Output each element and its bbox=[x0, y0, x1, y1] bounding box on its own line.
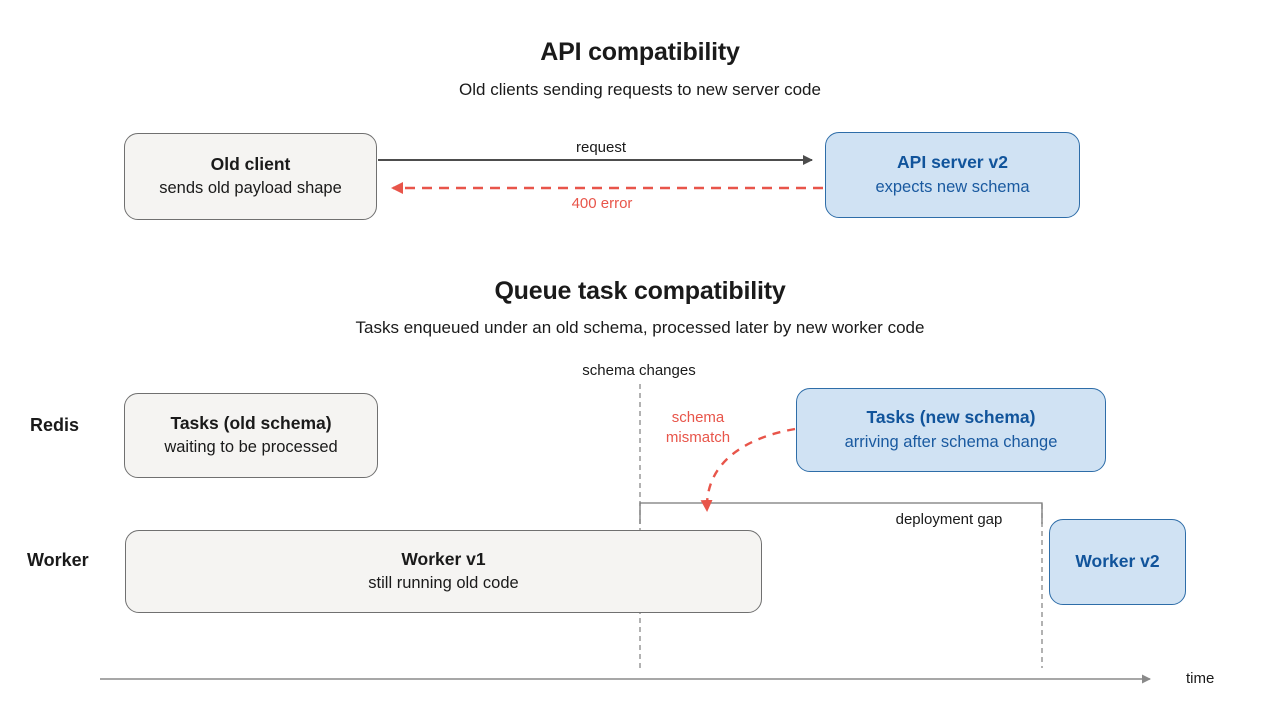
schema-mismatch-label: schema mismatch bbox=[666, 408, 730, 449]
old-client-subtitle: sends old payload shape bbox=[159, 179, 342, 198]
time-axis-label: time bbox=[1186, 670, 1215, 687]
worker-v1-box: Worker v1 still running old code bbox=[125, 530, 762, 613]
tasks-old-title: Tasks (old schema) bbox=[170, 412, 332, 433]
row-label-worker: Worker bbox=[27, 550, 89, 570]
schema-mismatch-line2: mismatch bbox=[665, 429, 731, 447]
queue-section-subtitle: Tasks enqueued under an old schema, proc… bbox=[355, 318, 925, 337]
tasks-new-subtitle: arriving after schema change bbox=[844, 432, 1058, 451]
tasks-new-title: Tasks (new schema) bbox=[866, 407, 1036, 428]
api-section-title: API compatibility bbox=[540, 38, 740, 66]
request-arrow-label: request bbox=[575, 139, 627, 156]
tasks-old-box: Tasks (old schema) waiting to be process… bbox=[124, 393, 378, 478]
schema-changes-label: schema changes bbox=[582, 362, 696, 379]
tasks-new-box: Tasks (new schema) arriving after schema… bbox=[796, 388, 1106, 472]
old-client-box: Old client sends old payload shape bbox=[124, 133, 377, 220]
old-client-title: Old client bbox=[210, 153, 291, 174]
worker-v1-title: Worker v1 bbox=[401, 548, 486, 569]
tasks-old-subtitle: waiting to be processed bbox=[164, 438, 338, 457]
api-server-box: API server v2 expects new schema bbox=[825, 132, 1080, 218]
worker-v2-title: Worker v2 bbox=[1075, 551, 1160, 572]
row-label-redis: Redis bbox=[30, 415, 80, 435]
queue-section-title: Queue task compatibility bbox=[494, 277, 786, 305]
error-arrow-label: 400 error bbox=[571, 195, 633, 212]
schema-mismatch-line1: schema bbox=[671, 409, 725, 426]
worker-v1-subtitle: still running old code bbox=[368, 574, 519, 593]
api-server-subtitle: expects new schema bbox=[875, 177, 1030, 196]
worker-v2-box: Worker v2 bbox=[1049, 519, 1186, 605]
deployment-gap-label: deployment gap bbox=[895, 511, 1003, 528]
api-section-subtitle: Old clients sending requests to new serv… bbox=[459, 80, 821, 99]
api-server-title: API server v2 bbox=[897, 152, 1008, 173]
